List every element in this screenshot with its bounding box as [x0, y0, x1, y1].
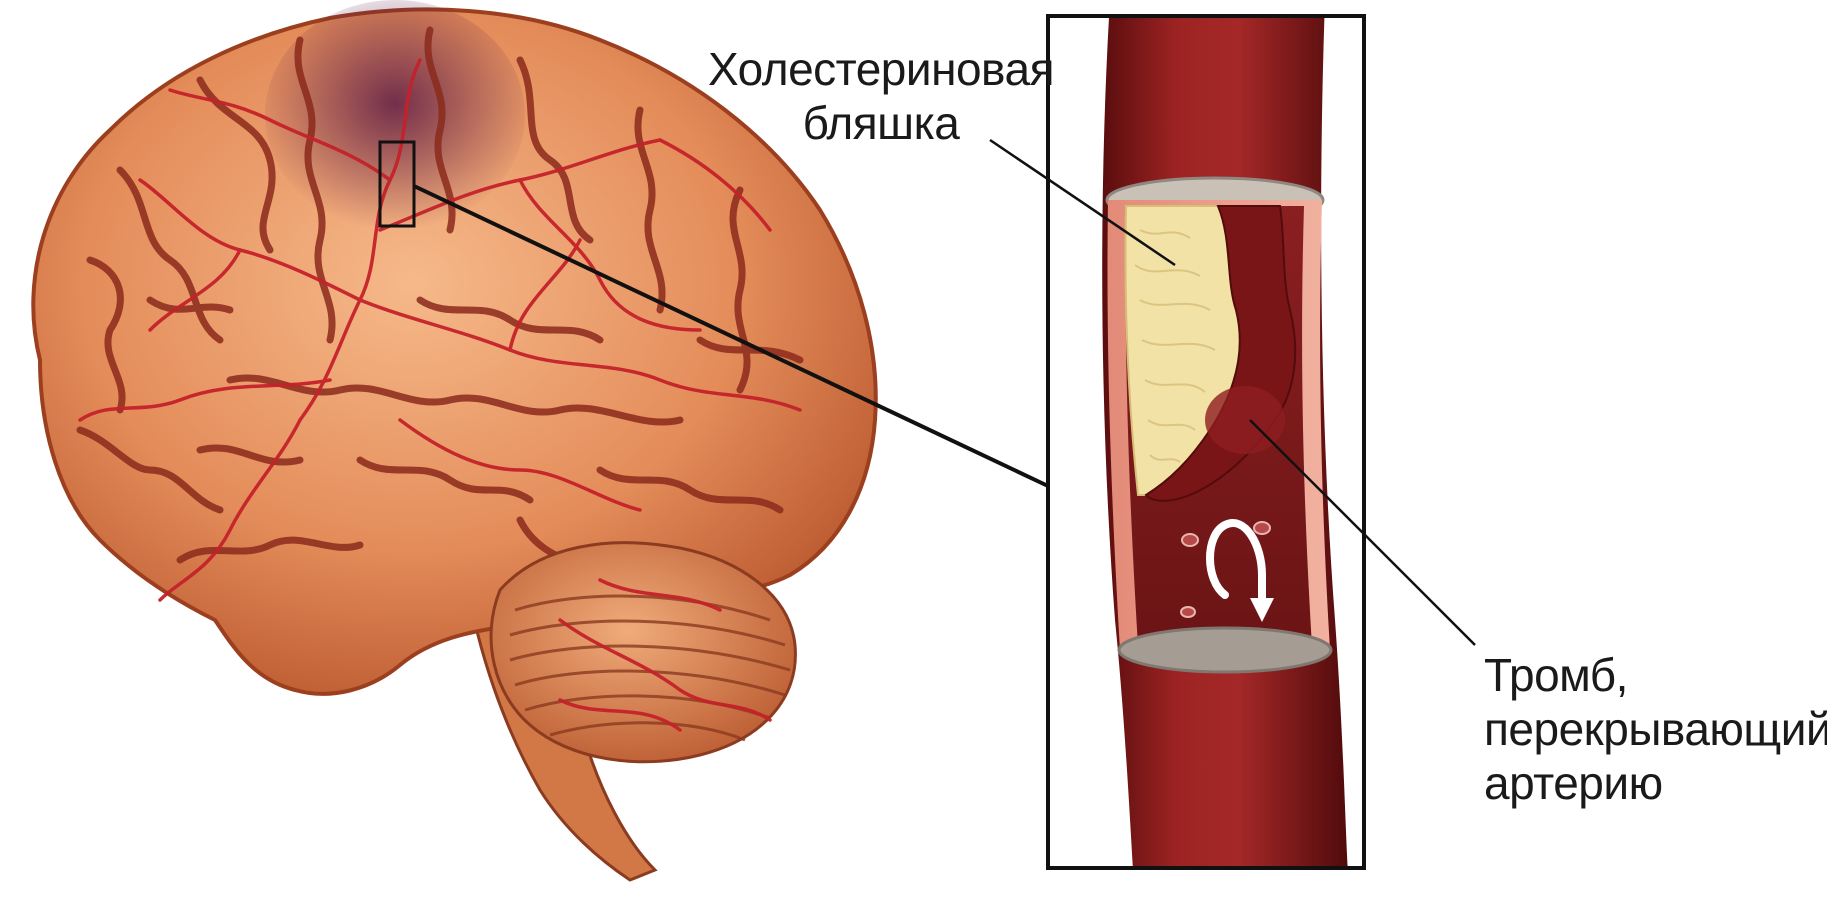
thrombus-label-line3: артерию: [1484, 756, 1827, 810]
plaque-label: Холестериновая бляшка: [708, 42, 1054, 150]
ischemia-zone: [265, 0, 525, 230]
plaque-label-line1: Холестериновая: [708, 42, 1054, 96]
artery-cut-bottom: [1119, 628, 1331, 672]
zoom-panel: [1048, 0, 1364, 905]
thrombus-label-line1: Тромб,: [1484, 648, 1827, 702]
plaque-label-line2: бляшка: [708, 96, 1054, 150]
thrombus-label: Тромб, перекрывающий артерию: [1484, 648, 1827, 810]
thrombus-label-line2: перекрывающий: [1484, 702, 1827, 756]
